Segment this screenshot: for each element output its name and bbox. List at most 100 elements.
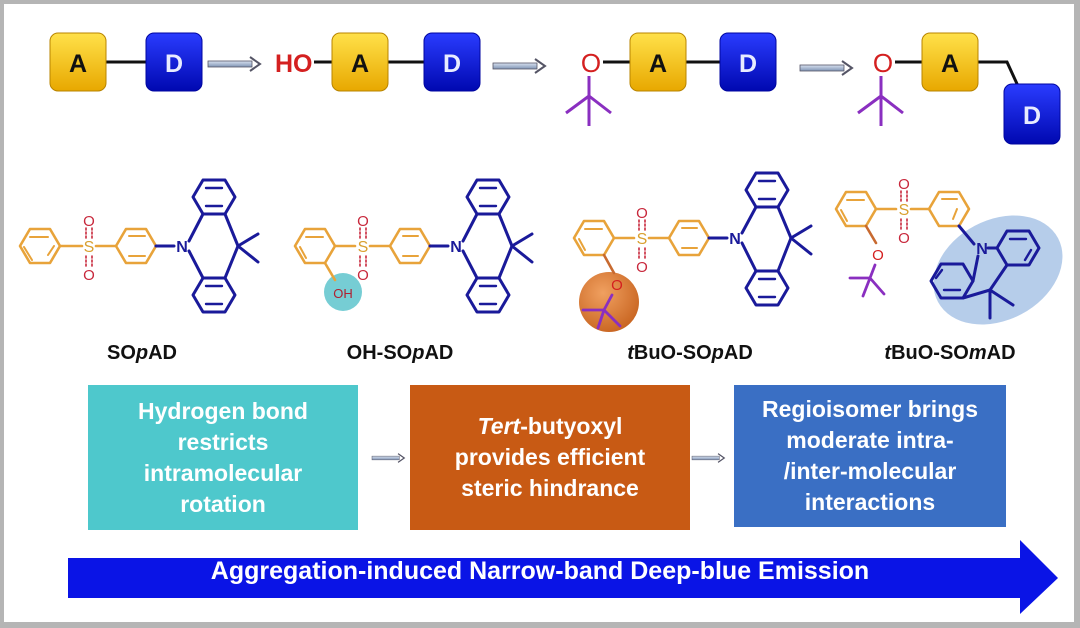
nitrogen-label: N — [450, 239, 462, 256]
sulfur-label: S — [84, 239, 95, 256]
donor-fragment — [929, 224, 1041, 320]
label-part: AD — [986, 342, 1016, 364]
sulfonyl-bonds — [638, 219, 646, 259]
acceptor-block — [49, 32, 107, 92]
tert-butyl-icon — [565, 76, 612, 126]
label-part: OH-SO — [346, 342, 413, 364]
mechanism-box-steric-hindrance: Tert-butyoxyl provides efficient steric … — [410, 385, 690, 530]
sulfur-label: S — [358, 239, 369, 256]
acceptor-label: A — [351, 50, 369, 78]
label-part: AD — [424, 342, 454, 364]
label-part: BuO-SO — [633, 342, 712, 364]
box-text-line: rotation — [180, 490, 266, 517]
donor-label: D — [1023, 102, 1041, 130]
box-text-italic: Tert — [477, 413, 521, 439]
scheme-stage-1: A D — [49, 32, 203, 92]
acceptor-block — [921, 32, 979, 92]
label-part: SO — [106, 342, 136, 364]
oxygen-label: O — [898, 230, 910, 247]
molecule-label-tbuo-somad: tBuO-SOmAD — [830, 342, 1070, 365]
acridine-highlight — [933, 215, 1063, 325]
oxygen-label: O — [636, 205, 648, 222]
oxygen-label: O — [83, 213, 95, 230]
ether-oxygen-label: O — [873, 48, 893, 78]
sulfonyl-bonds — [900, 190, 908, 230]
box-text-part: -butyoxyl — [520, 413, 623, 439]
label-part-italic: p — [711, 342, 724, 364]
molecule-sopad: S O O N — [18, 178, 260, 314]
donor-block — [423, 32, 481, 92]
tert-butyl-group — [848, 263, 886, 298]
donor-fragment — [707, 171, 813, 307]
mechanism-box-hydrogen-bond: Hydrogen bond restricts intramolecular r… — [88, 385, 358, 530]
donor-label: D — [739, 50, 757, 78]
acceptor-block — [629, 32, 687, 92]
ether-oxygen-label: O — [872, 247, 884, 264]
box-text-line: steric hindrance — [461, 475, 639, 501]
label-part: AD — [723, 342, 753, 364]
ether-oxygen-label: O — [611, 277, 623, 294]
molecule-tbuo-somad: O S O O N — [834, 176, 1063, 325]
scheme-stage-3: O A D — [565, 32, 777, 126]
box-text-line: /inter-molecular — [783, 458, 957, 484]
mechanism-box-regioisomer: Regioisomer brings moderate intra- /inte… — [734, 385, 1006, 527]
donor-block — [719, 32, 777, 92]
scheme-stage-2: HO A D — [275, 32, 481, 92]
box-text-line: Regioisomer brings — [762, 396, 978, 422]
flow-arrow-icon — [691, 453, 725, 463]
label-part-italic: p — [135, 342, 149, 364]
oxygen-label: O — [357, 267, 369, 284]
tert-butyl-group — [581, 293, 622, 330]
label-part-italic: p — [412, 342, 425, 364]
box-text-line: provides efficient — [454, 444, 646, 470]
scheme-arrow-icon — [492, 58, 546, 74]
sulfur-label: S — [899, 202, 910, 219]
hydroxyl-label: OH — [333, 286, 353, 301]
ether-oxygen-label: O — [581, 48, 601, 78]
oxygen-label: O — [898, 176, 910, 193]
box-text-line: Hydrogen bond — [138, 397, 308, 424]
molecule-tbuo-sopad: O S O O N — [572, 171, 813, 332]
scheme-row: A D HO A D O A — [49, 32, 1061, 145]
sulfonyl-bonds — [85, 227, 93, 267]
nitrogen-label: N — [176, 239, 188, 256]
label-part: BuO-SO — [891, 342, 969, 364]
sulfonyl-bonds — [359, 227, 367, 267]
label-part: AD — [148, 342, 177, 364]
oxygen-label: O — [83, 267, 95, 284]
scheme-arrow-icon — [207, 56, 261, 72]
molecule-label-sopad: SOpAD — [22, 342, 262, 365]
hydroxyl-label: HO — [275, 50, 313, 78]
box-text-line: Tert-butyoxyl — [455, 411, 645, 442]
acceptor-fragment — [834, 190, 971, 228]
acceptor-fragment — [18, 227, 158, 265]
acceptor-label: A — [941, 50, 959, 78]
label-part-italic: m — [968, 342, 987, 364]
donor-fragment — [154, 178, 260, 314]
nitrogen-label: N — [729, 231, 741, 248]
molecule-label-oh-sopad: OH-SOpAD — [280, 342, 520, 365]
donor-label: D — [165, 50, 183, 78]
molecule-oh-sopad: OH S O O N — [293, 178, 534, 314]
molecule-label-tbuo-sopad: tBuO-SOpAD — [570, 342, 810, 365]
donor-label: D — [443, 50, 461, 78]
tert-butyl-icon — [857, 76, 904, 126]
box-text-line: restricts — [177, 428, 269, 455]
donor-fragment — [428, 178, 534, 314]
acceptor-label: A — [69, 50, 87, 78]
emission-banner-text: Aggregation-induced Narrow-band Deep-blu… — [210, 557, 870, 585]
box-text-line: moderate intra- — [786, 427, 954, 453]
emission-banner-arrow — [68, 540, 1058, 614]
donor-block — [145, 32, 203, 92]
sulfur-label: S — [637, 231, 648, 248]
acceptor-label: A — [649, 50, 667, 78]
box-text-line: intramolecular — [143, 459, 303, 486]
acceptor-block — [331, 32, 389, 92]
nitrogen-label: N — [976, 241, 988, 258]
label-part-italic: t — [627, 342, 634, 364]
flow-arrow-icon — [371, 453, 405, 463]
oxygen-label: O — [636, 259, 648, 276]
oxygen-label: O — [357, 213, 369, 230]
label-part-italic: t — [884, 342, 892, 364]
